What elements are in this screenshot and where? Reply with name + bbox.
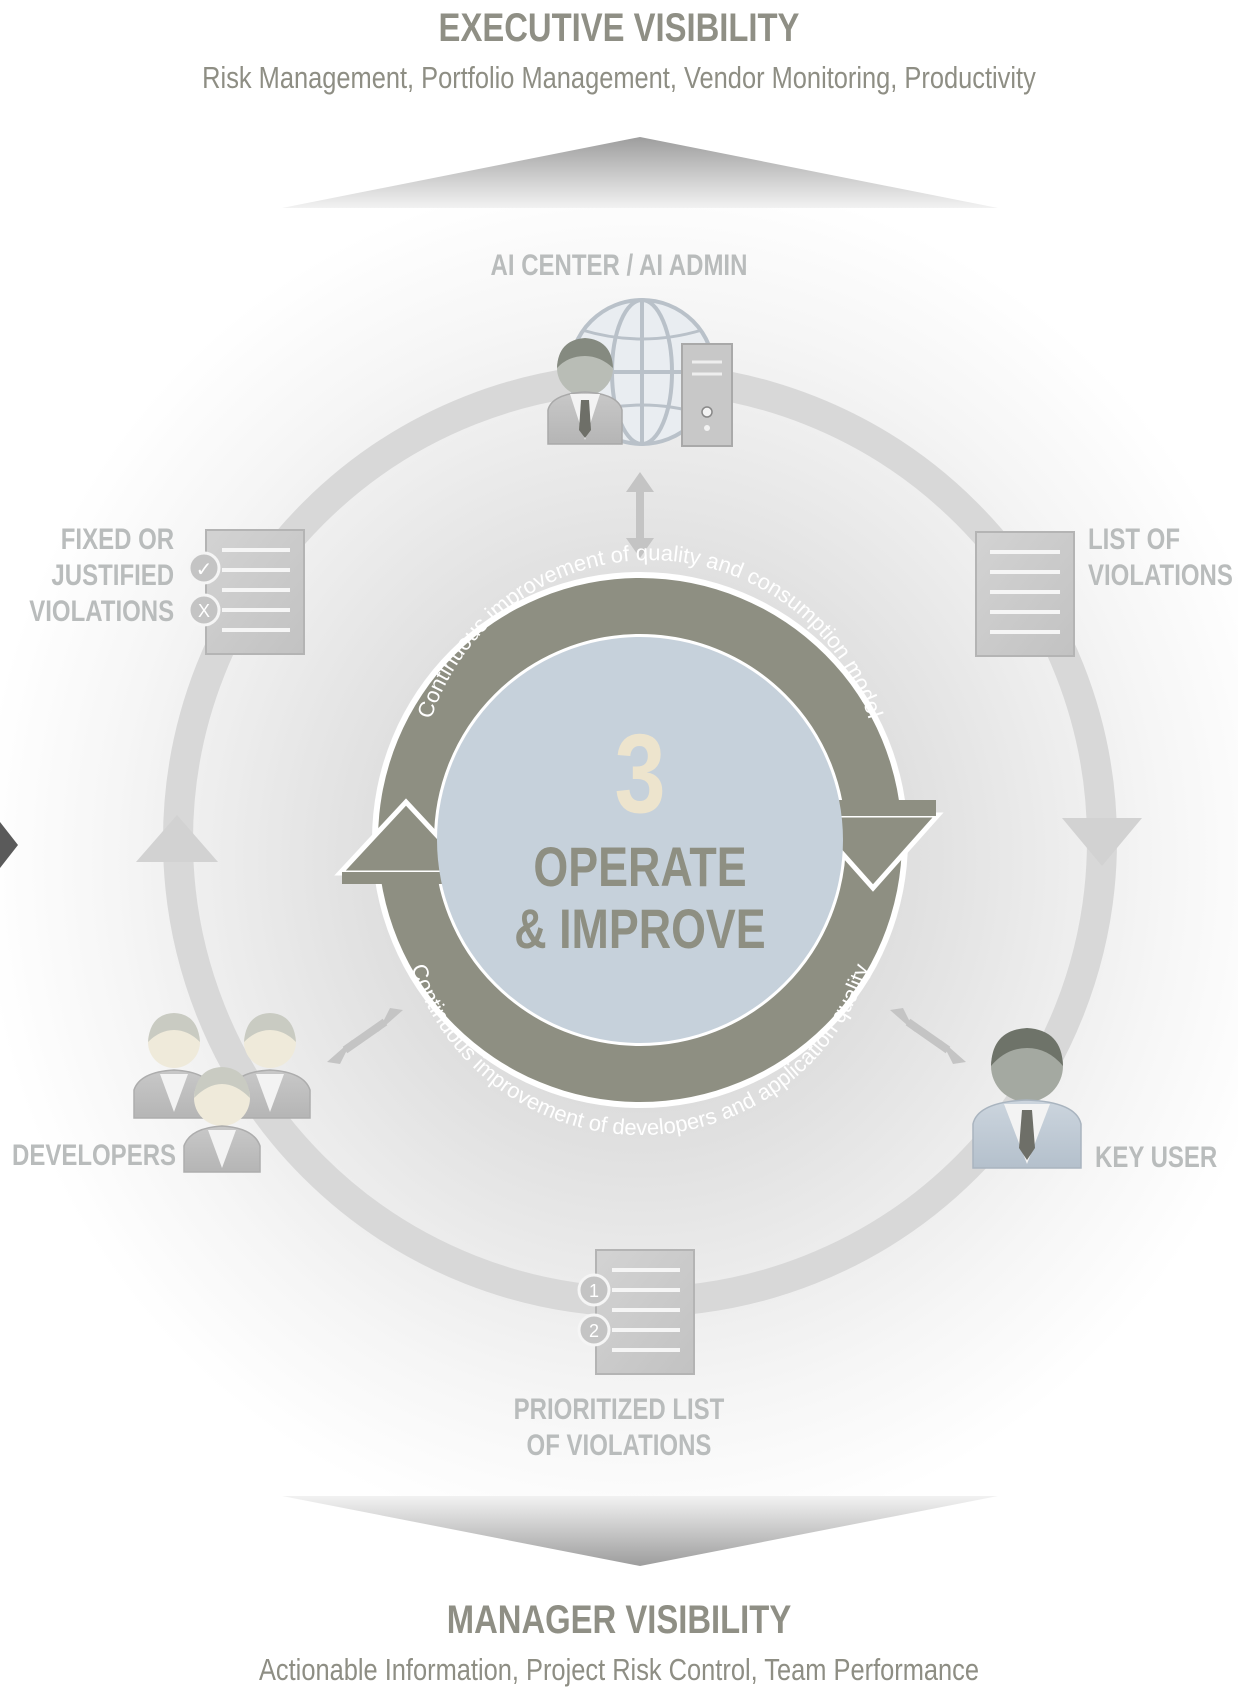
footer-title: MANAGER VISIBILITY bbox=[446, 1598, 792, 1642]
number-two-icon bbox=[577, 1313, 611, 1347]
header: EXECUTIVE VISIBILITY bbox=[0, 6, 1238, 51]
header-title: EXECUTIVE VISIBILITY bbox=[438, 6, 800, 50]
fixed-violations-icon: ✓ X bbox=[187, 529, 305, 655]
key-user-label: KEY USER bbox=[1095, 1141, 1218, 1174]
fixed-violations-line3: VIOLATIONS bbox=[29, 595, 174, 628]
prioritized-line2: OF VIOLATIONS bbox=[526, 1429, 712, 1462]
footer: MANAGER VISIBILITY bbox=[0, 1598, 1238, 1643]
check-mark: ✓ bbox=[196, 559, 213, 581]
ai-center-label: AI CENTER / AI ADMIN bbox=[490, 249, 748, 282]
fixed-violations-line2: JUSTIFIED bbox=[51, 559, 174, 592]
center-disc-cover bbox=[437, 637, 843, 1043]
double-arrow-right bbox=[890, 1008, 966, 1064]
node-ai-center: AI CENTER / AI ADMIN bbox=[0, 248, 1238, 284]
number-two: 2 bbox=[589, 1321, 599, 1341]
key-user-icon bbox=[972, 1028, 1082, 1169]
number-one-icon bbox=[577, 1273, 611, 1307]
node-key-user: KEY USER bbox=[1095, 1140, 1238, 1176]
check-icon bbox=[187, 551, 221, 585]
developers-icon bbox=[133, 1013, 311, 1173]
manager-down-arrow bbox=[282, 1496, 998, 1566]
cycle-number: 3 bbox=[614, 710, 665, 836]
cross-icon bbox=[187, 593, 221, 627]
node-fixed-violations: FIXED OR JUSTIFIED VIOLATIONS bbox=[0, 522, 174, 630]
cycle-title-line2: & IMPROVE bbox=[514, 897, 765, 960]
band-fill-right bbox=[812, 800, 936, 816]
double-arrow-top bbox=[626, 472, 654, 558]
header-subtitle: Risk Management, Portfolio Management, V… bbox=[202, 60, 1036, 95]
cycle-title-line1: OPERATE bbox=[533, 835, 746, 898]
footer-sub: Actionable Information, Project Risk Con… bbox=[0, 1652, 1238, 1688]
number-one: 1 bbox=[589, 1281, 599, 1301]
band-fill-left bbox=[342, 872, 470, 884]
list-violations-line2: VIOLATIONS bbox=[1088, 559, 1233, 592]
ring-arrow-left bbox=[136, 815, 218, 862]
prioritized-line1: PRIORITIZED LIST bbox=[513, 1393, 725, 1426]
list-violations-line1: LIST OF bbox=[1088, 523, 1180, 556]
ring-arrow-right bbox=[1062, 818, 1142, 866]
executive-up-arrow bbox=[282, 137, 998, 208]
ai-center-icon bbox=[547, 298, 733, 447]
prioritized-list-icon: 1 2 bbox=[577, 1249, 695, 1375]
double-arrow-left bbox=[327, 1008, 403, 1064]
footer-subtitle: Actionable Information, Project Risk Con… bbox=[258, 1652, 980, 1687]
node-developers: DEVELOPERS bbox=[12, 1138, 217, 1174]
left-edge-arrow bbox=[0, 822, 18, 868]
node-list-of-violations: LIST OF VIOLATIONS bbox=[1088, 522, 1238, 594]
fixed-violations-line1: FIXED OR bbox=[60, 523, 174, 556]
developers-label: DEVELOPERS bbox=[12, 1139, 177, 1172]
violations-list-icon bbox=[975, 531, 1075, 657]
header-sub: Risk Management, Portfolio Management, V… bbox=[0, 60, 1238, 96]
node-prioritized-list: PRIORITIZED LIST OF VIOLATIONS bbox=[0, 1392, 1238, 1464]
cross-mark: X bbox=[198, 601, 210, 621]
